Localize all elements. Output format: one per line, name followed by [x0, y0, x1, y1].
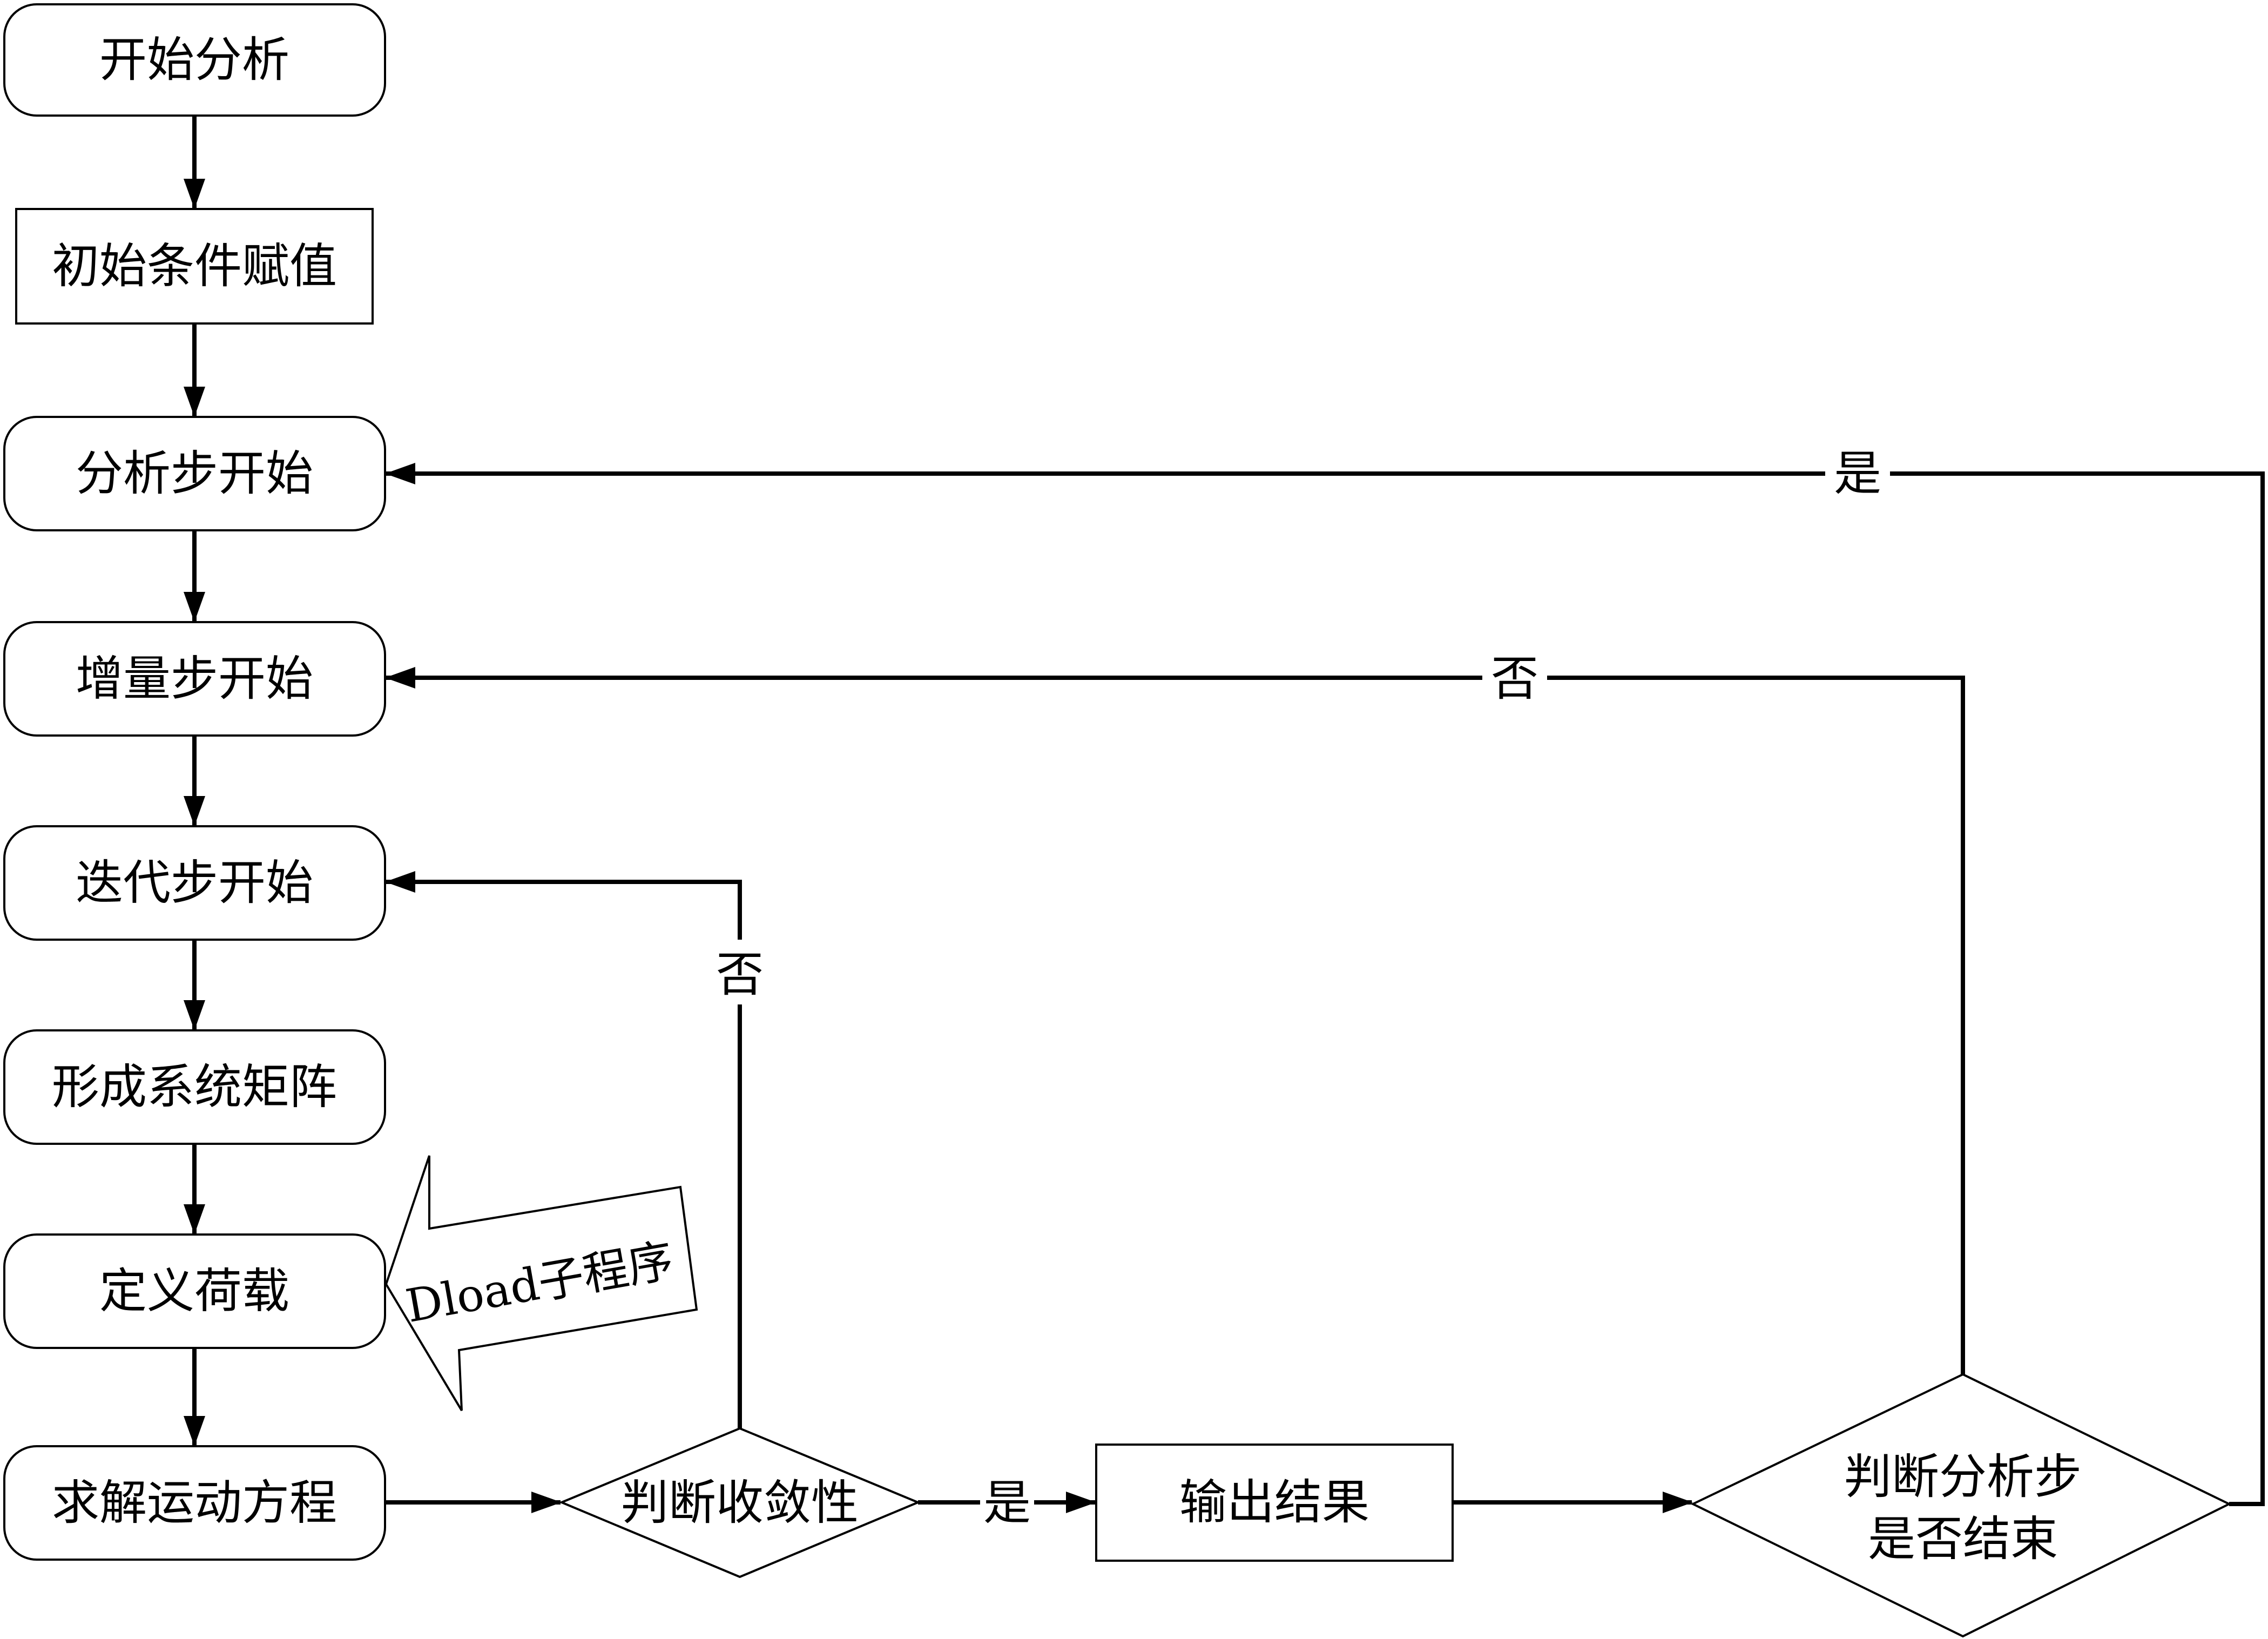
- node-solve-motion-equation-label: 求解运动方程: [52, 1475, 337, 1530]
- node-increment-step-start: 增量步开始: [3, 621, 386, 737]
- edge-converged-no: [385, 871, 742, 1428]
- node-increment-step-start-label: 增量步开始: [76, 651, 313, 706]
- node-form-system-matrix-label: 形成系统矩阵: [52, 1059, 337, 1115]
- node-start-analysis: 开始分析: [3, 3, 386, 117]
- node-check-step-end-label-line1: 判断分析步: [1844, 1449, 2082, 1505]
- edge-label-bg-step-end-no: [1482, 645, 1547, 710]
- edge-label-step-end-no: 否: [1491, 651, 1538, 706]
- edge-label-bg-converged-yes: [980, 1469, 1034, 1528]
- node-analysis-step-start: 分析步开始: [3, 416, 386, 531]
- edge-step-end-no: [385, 667, 1965, 1374]
- node-init-conditions: 初始条件赋值: [15, 208, 374, 325]
- edge-label-step-end-yes: 是: [1834, 446, 1881, 501]
- node-output-results: 输出结果: [1095, 1444, 1454, 1562]
- node-solve-motion-equation: 求解运动方程: [3, 1445, 386, 1561]
- node-check-step-end: 判断分析步 是否结束: [1690, 1373, 2232, 1638]
- edge-label-bg-converged-no: [707, 940, 772, 1004]
- node-start-analysis-label: 开始分析: [99, 32, 289, 87]
- node-output-results-label: 输出结果: [1179, 1474, 1369, 1530]
- edge-step-end-yes: [385, 463, 2265, 1506]
- node-define-load-label: 定义荷载: [99, 1263, 289, 1319]
- edge-label-converged-yes: 是: [983, 1475, 1031, 1530]
- node-define-load: 定义荷载: [3, 1233, 386, 1349]
- node-form-system-matrix: 形成系统矩阵: [3, 1029, 386, 1145]
- node-check-convergence: 判断收敛性: [558, 1427, 921, 1579]
- edge-label-bg-step-end-yes: [1825, 441, 1890, 506]
- node-init-conditions-label: 初始条件赋值: [52, 238, 337, 294]
- node-check-convergence-label: 判断收敛性: [621, 1475, 859, 1530]
- node-iteration-step-start: 迭代步开始: [3, 825, 386, 941]
- callout-dload-subroutine: Dload子程序: [384, 1155, 698, 1412]
- edge-label-converged-no: 否: [716, 947, 764, 1002]
- node-iteration-step-start-label: 迭代步开始: [76, 855, 313, 910]
- node-check-step-end-label-line2: 是否结束: [1868, 1511, 2058, 1567]
- node-analysis-step-start-label: 分析步开始: [76, 446, 313, 501]
